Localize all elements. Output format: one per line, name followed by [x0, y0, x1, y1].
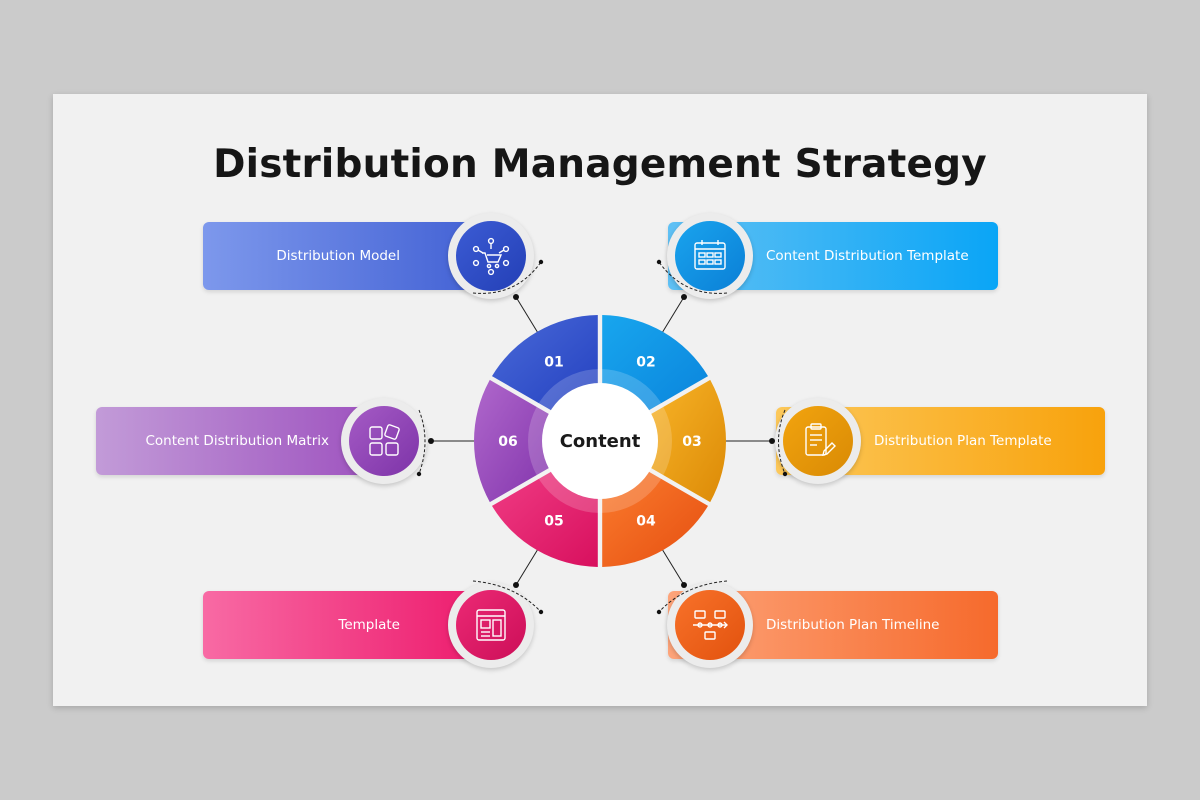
wheel-segment-05 [491, 470, 598, 567]
dashed-arc-05 [472, 580, 542, 613]
arrowhead-04 [656, 609, 662, 615]
dashed-arc-02 [658, 261, 728, 294]
connector-line-05 [515, 548, 539, 586]
segment-number-06: 06 [498, 434, 517, 450]
label-text-03: Distribution Plan Template [874, 433, 1052, 449]
arrowhead-05 [538, 609, 544, 615]
label-text-06: Content Distribution Matrix [145, 433, 329, 449]
connector-lines [416, 259, 788, 615]
connector-line-04 [661, 548, 685, 586]
connector-dot-06 [428, 438, 434, 444]
calendar-grid-icon [675, 221, 745, 291]
badge-03 [775, 398, 861, 484]
connector-dot-05 [513, 582, 519, 588]
badge-02 [667, 213, 753, 299]
wheel-segment-06 [474, 379, 551, 503]
center-label: Content [560, 431, 641, 452]
label-text-04: Distribution Plan Timeline [766, 617, 940, 633]
center-circle [542, 383, 658, 499]
wheel-segment-03 [649, 379, 726, 503]
badge-06 [341, 398, 427, 484]
label-text-02: Content Distribution Template [766, 248, 969, 264]
segment-number-01: 01 [544, 354, 563, 370]
page-title: Distribution Management Strategy [213, 142, 987, 187]
connector-dot-02 [681, 294, 687, 300]
timeline-flow-icon [675, 590, 745, 660]
wheel-segment-04 [602, 470, 709, 567]
clipboard-pen-icon [783, 406, 853, 476]
arrowhead-06 [416, 471, 422, 477]
wheel-segment-01 [491, 315, 598, 412]
connector-dot-04 [681, 582, 687, 588]
arrowhead-03 [782, 471, 788, 477]
wheel-segment-02 [602, 315, 709, 412]
connector-dot-03 [769, 438, 775, 444]
matrix-blocks-icon [349, 406, 419, 476]
dashed-arc-06 [418, 409, 426, 475]
segment-number-02: 02 [636, 354, 655, 370]
connector-dot-01 [513, 294, 519, 300]
segment-number-03: 03 [682, 434, 701, 450]
badge-04 [667, 582, 753, 668]
label-text-05: Template [338, 617, 400, 633]
connector-line-01 [515, 296, 539, 334]
cart-network-icon [456, 221, 526, 291]
label-text-01: Distribution Model [276, 248, 400, 264]
connector-line-02 [661, 296, 685, 334]
badge-05 [448, 582, 534, 668]
arrowhead-02 [656, 259, 662, 265]
segment-number-04: 04 [636, 514, 656, 530]
layout-template-icon [456, 590, 526, 660]
wheel-segments: 01 02 03 04 05 06 [474, 315, 726, 567]
arrowhead-01 [538, 259, 544, 265]
badge-01 [448, 213, 534, 299]
dashed-arc-04 [658, 580, 728, 613]
dashed-arc-01 [472, 261, 542, 294]
dashed-arc-03 [778, 409, 786, 475]
segment-number-05: 05 [544, 514, 563, 530]
